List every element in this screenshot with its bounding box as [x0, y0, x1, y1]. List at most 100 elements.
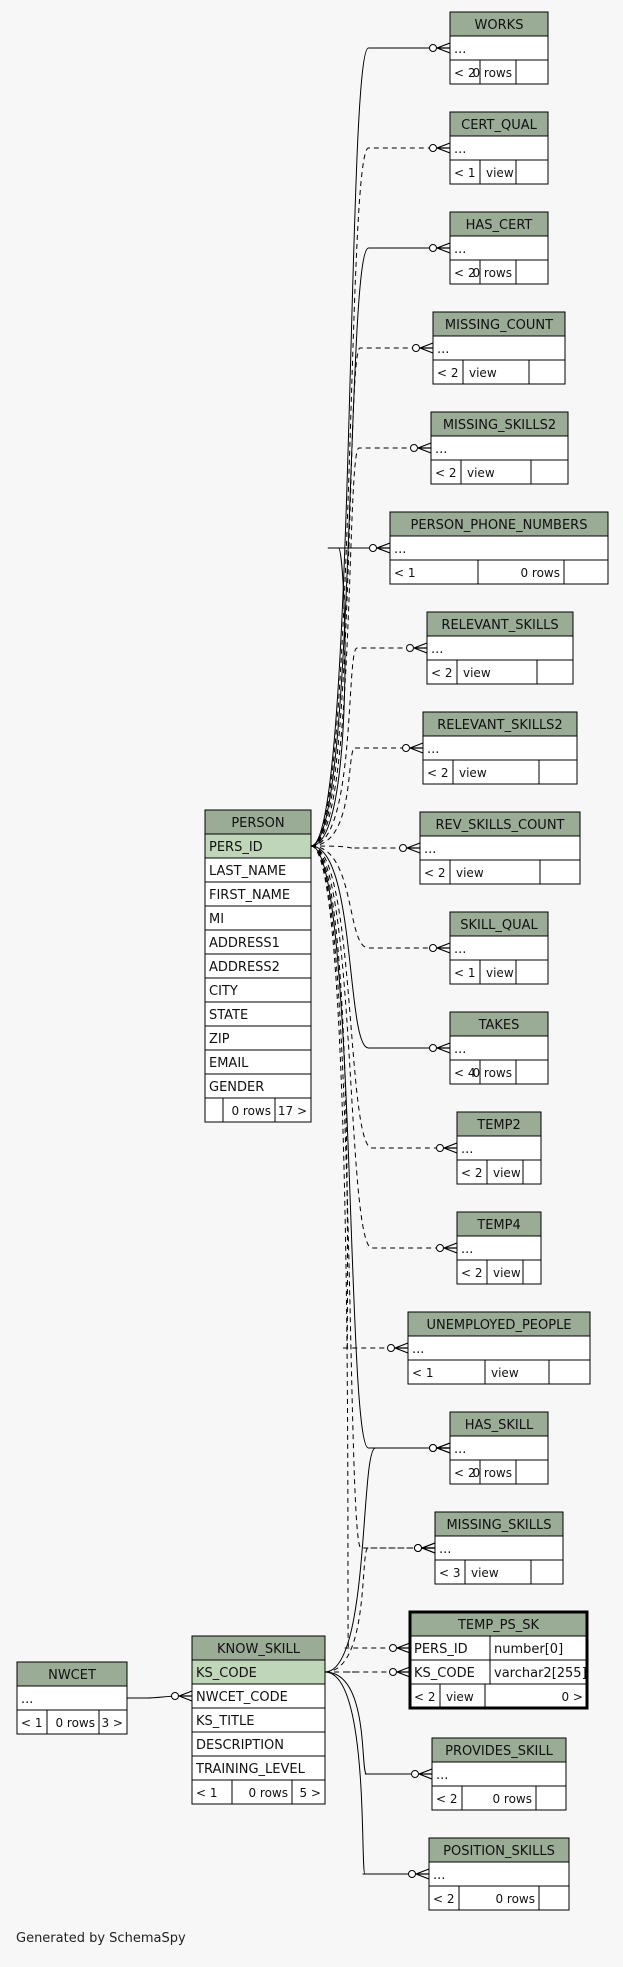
relationship-person-to-temp4 [310, 845, 458, 1254]
table-outline [449, 1411, 549, 1485]
table-outline [449, 911, 549, 985]
relationship-person-to-skill-qual [310, 845, 451, 954]
crows-foot-marker [396, 1642, 411, 1654]
crows-foot-marker [406, 842, 421, 854]
relationship-person-to-temp2 [310, 845, 458, 1154]
column-name: ... [436, 1768, 448, 1783]
column-type: number[0] [494, 1642, 563, 1657]
table-has-cert[interactable]: HAS_CERT...< 20 rows [449, 211, 549, 285]
table-footer-bg [389, 559, 609, 585]
table-footer-bg [191, 1779, 326, 1805]
table-footer-bg [422, 759, 578, 785]
row-count: view [463, 666, 491, 680]
optional-circle-marker [171, 1692, 179, 1700]
table-footer-bg [434, 1559, 564, 1585]
table-outline [432, 311, 566, 385]
table-person[interactable]: PERSONPERS_IDLAST_NAMEFIRST_NAMEMIADDRES… [204, 809, 312, 1123]
column-row [204, 1025, 312, 1051]
relationship-know-skill-to-temp-ps-sk [325, 1666, 411, 1678]
table-outline [16, 1661, 128, 1735]
table-has-skill[interactable]: HAS_SKILL...< 20 rows [449, 1411, 549, 1485]
table-name: RELEVANT_SKILLS2 [437, 718, 562, 733]
table-footer-bg [449, 959, 549, 985]
children-count: 0 > [561, 1690, 583, 1704]
relationship-line [310, 247, 436, 847]
column-row [204, 833, 312, 859]
table-works[interactable]: WORKS...< 20 rows [449, 11, 549, 85]
column-name: ... [394, 542, 406, 557]
table-name: MISSING_COUNT [445, 318, 553, 333]
column-row [407, 1335, 591, 1361]
table-name: WORKS [475, 18, 524, 33]
column-row [191, 1755, 326, 1781]
relationship-person-to-person-phone-numbers [310, 542, 391, 847]
row-count: view [486, 966, 514, 980]
column-name: ADDRESS2 [209, 960, 280, 975]
table-outline [428, 1837, 570, 1911]
relationship-line [310, 747, 410, 847]
relationship-know-skill-to-missing-skills [324, 1542, 436, 1673]
row-count: view [486, 166, 514, 180]
row-count: 0 rows [55, 1716, 95, 1730]
optional-circle-marker [429, 244, 437, 252]
table-know-skill[interactable]: KNOW_SKILLKS_CODENWCET_CODEKS_TITLEDESCR… [191, 1635, 326, 1805]
column-row [389, 535, 609, 561]
optional-circle-marker [429, 944, 437, 952]
relationship-know-skill-to-position-skills [324, 1671, 430, 1880]
table-outline [449, 1011, 549, 1085]
column-row [432, 335, 566, 361]
parents-count: < 3 [439, 1566, 461, 1580]
column-row [16, 1685, 128, 1711]
row-count: view [456, 866, 484, 880]
crows-foot-marker [436, 42, 451, 54]
relationship-person-to-relevant-skills [310, 642, 428, 847]
relationship-line [127, 1695, 179, 1699]
column-row [456, 1135, 542, 1161]
table-outline [407, 1311, 591, 1385]
optional-circle-marker [387, 1344, 395, 1352]
relationship-person-to-has-cert [310, 242, 451, 847]
optional-circle-marker [410, 444, 418, 452]
table-name: SKILL_QUAL [460, 918, 538, 933]
optional-circle-marker [429, 1444, 437, 1452]
crows-foot-marker [394, 1342, 409, 1354]
crows-foot-marker [178, 1690, 193, 1702]
parents-count: < 2 [431, 666, 453, 680]
column-row [449, 935, 549, 961]
crows-foot-marker [436, 1442, 451, 1454]
table-footer-bg [409, 1683, 588, 1709]
column-name: ... [461, 1242, 473, 1257]
table-header-bg [449, 211, 549, 237]
optional-circle-marker [389, 1668, 397, 1676]
row-count: view [446, 1690, 474, 1704]
relationship-person-to-works [310, 42, 451, 847]
table-name: REV_SKILLS_COUNT [436, 818, 565, 833]
column-name: STATE [209, 1008, 248, 1023]
row-count: view [471, 1566, 499, 1580]
table-name: UNEMPLOYED_PEOPLE [426, 1318, 571, 1333]
table-name: TAKES [478, 1018, 520, 1033]
crows-foot-marker [421, 1542, 436, 1554]
column-type: varchar2[255] [494, 1666, 587, 1681]
crows-foot-marker [436, 242, 451, 254]
table-outline [456, 1111, 542, 1185]
column-name: GENDER [209, 1080, 264, 1095]
relationship-line [324, 1547, 421, 1673]
table-takes[interactable]: TAKES...< 40 rows [449, 1011, 549, 1085]
